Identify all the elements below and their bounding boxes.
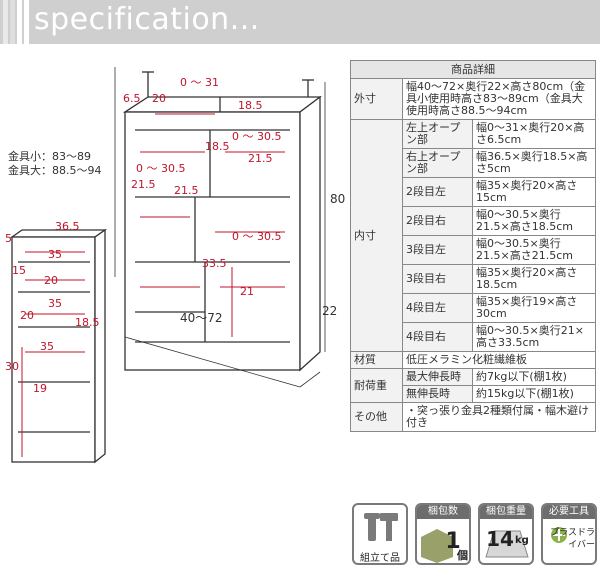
dim-18-5-top: 18.5 — [238, 99, 263, 112]
spec-table: 商品詳細 外寸 幅40～72×奥行22×高さ80cm（金具小使用時高さ83～89… — [350, 60, 596, 432]
dim-20: 20 — [152, 92, 166, 105]
load-row-value: 約15kg以下(棚1枚) — [472, 385, 596, 403]
package-weight-unit: kg — [515, 535, 529, 546]
dim-0-30-5-mid: 0 ～ 30.5 — [136, 162, 186, 175]
dim-depth-22: 22 — [322, 304, 338, 318]
inner-row-value: 幅0～30.5×奥行21.5×高さ21.5cm — [472, 235, 596, 265]
section-title: specification... — [34, 2, 260, 37]
inner-row-name: 4段目右 — [402, 322, 473, 352]
assembly-label: 組立て品 — [360, 553, 400, 564]
dim-0-30-5-upper: 0 ～ 30.5 — [232, 130, 282, 143]
wrench-hammer-icon — [364, 513, 398, 541]
dim-35-c: 35 — [40, 340, 54, 353]
info-badges: 組立て品 梱包数 1 個 梱包重量 14 kg 必要工具 プラスドライバー — [352, 503, 598, 565]
dim-top-width: 0 ～ 31 — [180, 76, 219, 89]
header-stripe — [17, 0, 22, 44]
required-tools-badge: 必要工具 プラスドライバー — [541, 503, 597, 565]
dim-33-5: 33.5 — [202, 257, 227, 270]
package-count-badge: 梱包数 1 個 — [415, 503, 471, 565]
other-label: その他 — [350, 402, 403, 432]
inner-row-name: 4段目左 — [402, 293, 473, 323]
load-row-name: 最大伸長時 — [402, 368, 473, 386]
dim-18-5-small: 18.5 — [75, 316, 100, 329]
package-count-caption: 梱包数 — [417, 505, 469, 519]
inner-row-name: 2段目左 — [402, 177, 473, 207]
package-count-unit: 個 — [457, 549, 468, 562]
package-weight-value: 14 — [486, 527, 514, 551]
dim-30: 30 — [5, 360, 19, 373]
assembly-badge: 組立て品 — [352, 503, 408, 565]
inner-row-value: 幅0～30.5×奥行21.5×高さ18.5cm — [472, 206, 596, 236]
package-count-value: 1 — [445, 529, 461, 554]
section-header: specification... — [0, 0, 600, 44]
spec-table-header: 商品詳細 — [350, 60, 596, 79]
package-weight-caption: 梱包重量 — [480, 505, 532, 519]
inner-row-value: 幅35×奥行20×高さ18.5cm — [472, 264, 596, 294]
outer-value: 幅40～72×奥行22×高さ80cm（金具小使用時高さ83～89cm（金具大使用… — [402, 78, 596, 120]
inner-row-name: 3段目左 — [402, 235, 473, 265]
dim-21-5-right: 21.5 — [248, 152, 273, 165]
inner-row-name: 右上オープン部 — [402, 148, 473, 178]
dim-21-5-a: 21.5 — [131, 178, 156, 191]
header-stripe — [24, 0, 29, 44]
inner-label: 内寸 — [350, 119, 403, 352]
inner-row-value: 幅0～31×奥行20×高さ6.5cm — [472, 119, 596, 149]
scale-icon — [485, 530, 529, 558]
dim-width-40-72: 40～72 — [180, 311, 223, 325]
inner-row-name: 2段目右 — [402, 206, 473, 236]
required-tools-caption: 必要工具 — [543, 505, 595, 519]
hardware-small-note: 金具小：83～89 — [8, 150, 91, 163]
hardware-large-note: 金具大：88.5～94 — [8, 164, 102, 177]
product-drawing: 金具小：83～89 金具大：88.5～94 0 ～ 31 6.5 20 18.5… — [0, 52, 350, 552]
outer-label: 外寸 — [350, 78, 403, 120]
load-row-name: 無伸長時 — [402, 385, 473, 403]
other-value: ・突っ張り金具2種類付属・幅木避け付き — [402, 402, 596, 432]
plus-circle-icon — [551, 527, 567, 543]
dim-36-5: 36.5 — [55, 220, 80, 233]
dim-21-5-b: 21.5 — [174, 184, 199, 197]
dim-35-a: 35 — [48, 248, 62, 261]
package-weight-badge: 梱包重量 14 kg — [478, 503, 534, 565]
load-label: 耐荷重 — [350, 368, 403, 403]
shelf-illustration — [9, 67, 326, 464]
dim-0-30-5-lower: 0 ～ 30.5 — [232, 230, 282, 243]
dim-15: 15 — [12, 264, 26, 277]
header-stripe — [10, 0, 15, 44]
dim-6-5: 6.5 — [123, 92, 141, 105]
header-stripe — [3, 0, 8, 44]
inner-row-value: 幅35×奥行19×高さ30cm — [472, 293, 596, 323]
material-label: 材質 — [350, 351, 403, 369]
inner-row-value: 幅35×奥行20×高さ15cm — [472, 177, 596, 207]
inner-row-value: 幅36.5×奥行18.5×高さ5cm — [472, 148, 596, 178]
dim-21: 21 — [240, 285, 254, 298]
dim-20-small: 20 — [44, 274, 58, 287]
dim-18-5: 18.5 — [205, 140, 230, 153]
inner-row-name: 左上オープン部 — [402, 119, 473, 149]
dim-height-80: 80 — [330, 192, 346, 206]
load-row-value: 約7kg以下(棚1枚) — [472, 368, 596, 386]
dim-19: 19 — [33, 382, 47, 395]
box-icon — [421, 529, 453, 563]
inner-row-value: 幅0～30.5×奥行21×高さ33.5cm — [472, 322, 596, 352]
dim-35-b: 35 — [48, 297, 62, 310]
inner-row-name: 3段目右 — [402, 264, 473, 294]
material-value: 低圧メラミン化粧繊維板 — [402, 351, 596, 369]
dim-20-height: 20 — [20, 309, 34, 322]
dim-5: 5 — [5, 232, 12, 245]
required-tools-value: プラスドライバー — [550, 528, 595, 550]
